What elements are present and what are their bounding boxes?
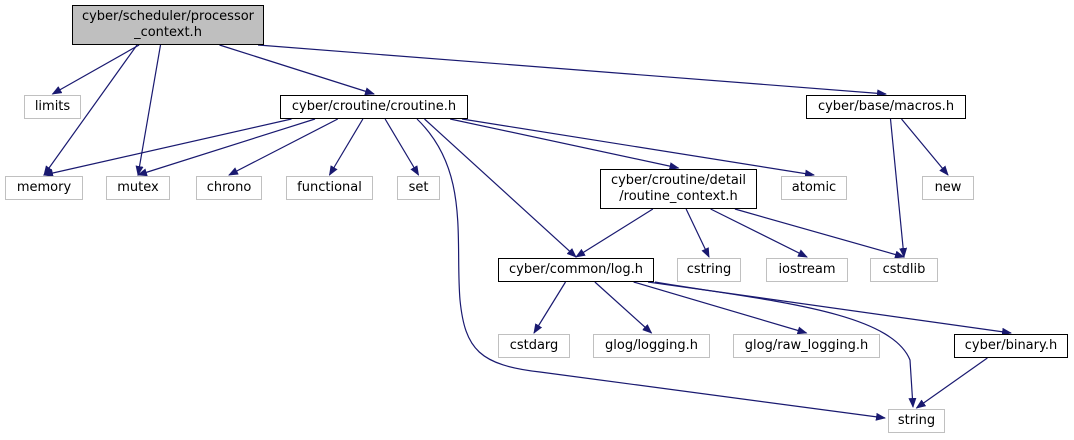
node-mutex: mutex <box>106 176 170 200</box>
edge-routine_context-to-log <box>575 208 654 258</box>
node-string: string <box>888 409 945 433</box>
edge-log-to-string <box>654 281 917 408</box>
edge-routine_context-to-cstdlib <box>734 208 905 259</box>
edge-log-to-glog_raw_logging <box>633 281 808 335</box>
edge-processor_context-to-macros <box>257 44 887 98</box>
edge-croutine-to-mutex <box>137 118 316 177</box>
edge-macros-to-cstdlib <box>889 118 908 258</box>
edge-binary-to-string <box>915 357 988 409</box>
edge-croutine-to-functional <box>328 118 364 176</box>
node-functional: functional <box>286 176 373 200</box>
node-new: new <box>922 176 974 200</box>
node-set: set <box>397 176 440 200</box>
edge-processor_context-to-mutex <box>135 44 162 176</box>
edge-log-to-cstdarg <box>533 281 567 334</box>
node-cstdlib: cstdlib <box>870 258 938 282</box>
edge-croutine-to-atomic <box>461 118 815 178</box>
edge-routine_context-to-cstring <box>685 208 710 258</box>
node-glog-logging: glog/logging.h <box>593 334 710 358</box>
node-chrono: chrono <box>196 176 262 200</box>
node-glog-raw-logging: glog/raw_logging.h <box>733 334 880 358</box>
node-limits: limits <box>24 95 81 119</box>
node-binary[interactable]: cyber/binary.h <box>954 334 1068 358</box>
node-cstdarg: cstdarg <box>498 334 570 358</box>
edge-processor_context-to-limits <box>51 44 140 95</box>
edge-croutine-to-chrono <box>228 118 339 176</box>
node-processor-context[interactable]: cyber/scheduler/processor _context.h <box>72 5 264 45</box>
node-memory: memory <box>5 176 83 200</box>
edge-croutine-to-set <box>384 118 420 176</box>
node-iostream: iostream <box>766 258 848 282</box>
edge-croutine-to-memory <box>43 118 292 177</box>
edge-processor_context-to-memory <box>43 44 138 176</box>
edge-croutine-to-routine_context <box>449 118 680 171</box>
edge-routine_context-to-iostream <box>710 208 808 258</box>
edge-macros-to-new <box>901 118 949 176</box>
node-croutine[interactable]: cyber/croutine/croutine.h <box>280 95 468 119</box>
node-atomic: atomic <box>781 176 847 200</box>
node-log[interactable]: cyber/common/log.h <box>498 258 654 282</box>
edge-croutine-to-log <box>424 118 577 258</box>
node-macros[interactable]: cyber/base/macros.h <box>806 95 966 119</box>
edge-processor_context-to-croutine <box>219 44 375 96</box>
edge-croutine-to-string <box>416 118 886 421</box>
node-routine-context[interactable]: cyber/croutine/detail /routine_context.h <box>600 169 757 209</box>
edge-log-to-glog_logging <box>594 281 653 334</box>
node-cstring: cstring <box>677 258 741 282</box>
